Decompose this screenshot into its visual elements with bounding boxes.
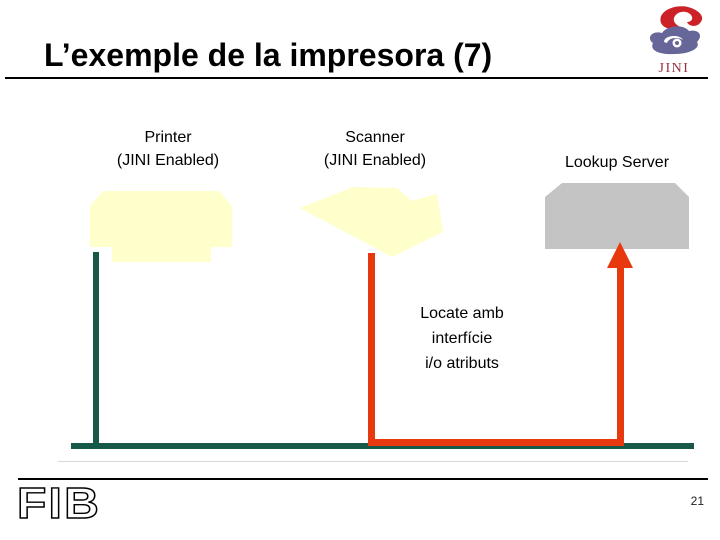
jini-flame-icon (660, 6, 703, 30)
locate-line3: i/o atributs (425, 355, 499, 372)
scanner-link-vertical-line (368, 253, 375, 443)
page-number: 21 (690, 494, 704, 508)
jini-logo: JINI (649, 6, 703, 76)
printer-label-line2: (JINI Enabled) (116, 152, 220, 169)
locate-annotation: Locate amb interfície i/o atributs (386, 301, 538, 376)
printer-label-line1: Printer (144, 129, 192, 146)
title-underline (5, 77, 708, 79)
scanner-label-line2: (JINI Enabled) (323, 152, 427, 169)
scanner-shape (300, 187, 443, 257)
printer-label: Printer (JINI Enabled) (93, 126, 243, 172)
lookup-server-label: Lookup Server (564, 154, 670, 171)
locate-line2: interfície (431, 330, 493, 347)
lookup-server-shape (545, 183, 689, 249)
footer-divider-line (18, 478, 708, 480)
jini-lamp-highlight (664, 36, 683, 43)
lookup-link-vertical-line (617, 264, 624, 446)
fib-logo: FIB (16, 482, 101, 526)
scanner-label-line1: Scanner (345, 129, 405, 146)
page-title: L’exemple de la impresora (7) (44, 37, 493, 73)
scanner-label: Scanner (JINI Enabled) (300, 126, 450, 172)
lookup-arrow-icon (607, 242, 633, 268)
link-horizontal-line (368, 439, 624, 446)
footer-shadow-line (58, 461, 688, 462)
printer-shape (90, 191, 232, 262)
fib-logo-text: FIB (17, 482, 101, 526)
jini-logo-text: JINI (659, 61, 690, 76)
locate-line1: Locate amb (420, 305, 504, 322)
jini-lamp-swirl-dot (675, 41, 679, 45)
printer-network-drop-line (93, 252, 99, 446)
